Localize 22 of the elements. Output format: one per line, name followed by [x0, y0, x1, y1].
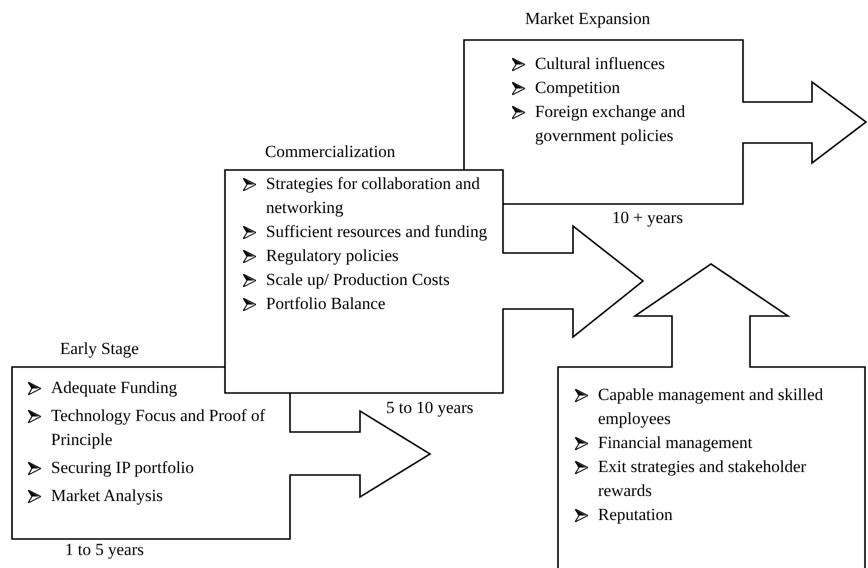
bullet-text: Reputation — [598, 504, 673, 526]
bullet-text: Adequate Funding — [51, 377, 178, 399]
bullet-text: Technology Focus and Proof of Principle — [51, 405, 266, 451]
stage-heading: Early Stage — [60, 338, 139, 360]
bullet-text: Foreign exchange and government policies — [535, 101, 686, 147]
bullet-text: Securing IP portfolio — [51, 457, 194, 479]
bullet-text: Financial management — [598, 432, 752, 454]
duration-label: 5 to 10 years — [386, 397, 474, 419]
bullet-text: Exit strategies and stakeholder rewards — [598, 456, 808, 502]
stage-heading: Market Expansion — [525, 8, 650, 30]
bullet-text: Portfolio Balance — [266, 293, 386, 315]
bullet-text: Cultural influences — [535, 53, 665, 75]
bullet-text: Market Analysis — [51, 485, 163, 507]
bullet-text: Regulatory policies — [266, 245, 399, 267]
bullet-text: Competition — [535, 77, 620, 99]
duration-label: 1 to 5 years — [65, 539, 144, 561]
bullet-text: Capable management and skilled employees — [598, 384, 824, 430]
bullet-text: Sufficient resources and funding — [266, 221, 488, 243]
bullet-text: Strategies for collaboration and networking — [266, 173, 481, 219]
bullet-text: Scale up/ Production Costs — [266, 269, 450, 291]
duration-label: 10 + years — [612, 207, 683, 229]
stage-heading: Commercialization — [265, 141, 396, 163]
